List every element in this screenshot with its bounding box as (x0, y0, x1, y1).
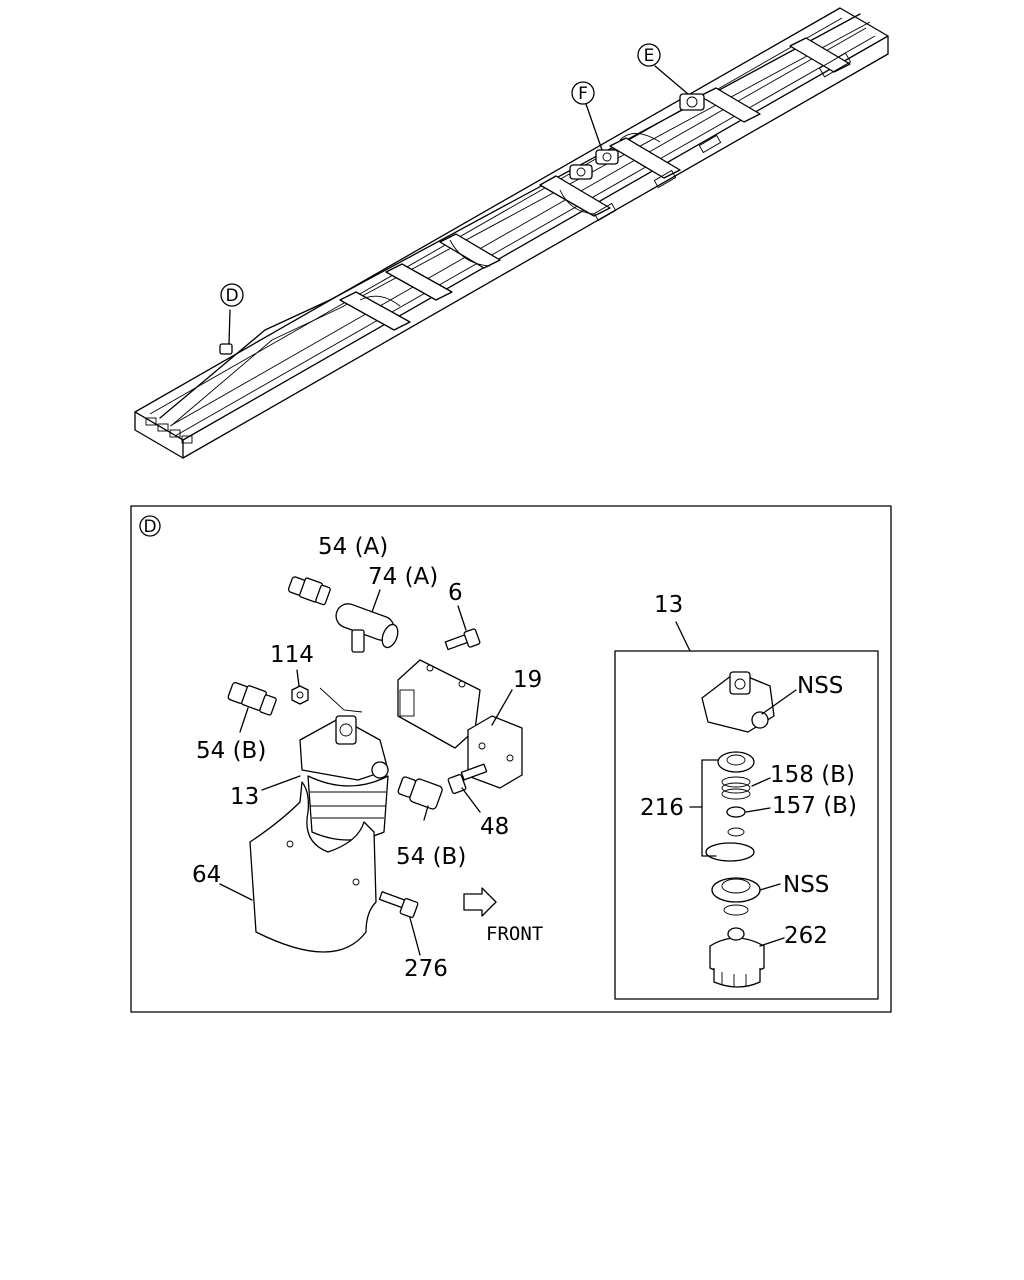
bolt-48[interactable] (447, 763, 488, 813)
group-bracket-216 (701, 759, 719, 857)
bolt-6[interactable] (444, 605, 481, 651)
o-ring-large (705, 842, 755, 862)
label-114: 114 (270, 642, 314, 668)
fuel-filter-13[interactable] (261, 687, 389, 841)
label-nss-mid: NSS (783, 872, 829, 898)
svg-text:F: F (578, 84, 588, 104)
svg-text:D: D (225, 286, 238, 306)
inset-13: 13 (614, 592, 879, 1000)
chassis-frame-overview: D E F (134, 7, 889, 459)
shield-64[interactable] (219, 781, 377, 953)
fitting-54b-bottom[interactable] (397, 776, 443, 821)
label-64: 64 (192, 862, 221, 888)
label-48: 48 (480, 814, 509, 840)
label-54b-bottom: 54 (B) (396, 844, 466, 870)
inset-header: 13 (654, 592, 683, 618)
o-ring-small (727, 827, 745, 837)
front-arrow-icon (463, 887, 497, 917)
label-6: 6 (448, 580, 463, 606)
label-54b-left: 54 (B) (196, 738, 266, 764)
front-label: FRONT (486, 923, 543, 945)
label-276: 276 (404, 956, 448, 982)
nut-114[interactable] (291, 669, 309, 705)
tee-74a[interactable] (333, 589, 401, 653)
label-216: 216 (640, 795, 684, 821)
label-158b: 158 (B) (770, 762, 855, 788)
callout-d[interactable]: D (220, 283, 244, 307)
bracket-19[interactable] (397, 659, 523, 789)
label-19: 19 (513, 667, 542, 693)
label-262: 262 (784, 923, 828, 949)
fitting-54a[interactable] (287, 576, 331, 606)
spring-158b[interactable] (721, 776, 771, 800)
label-74a: 74 (A) (368, 564, 438, 590)
label-54a: 54 (A) (318, 534, 388, 560)
detail-frame (130, 505, 892, 1013)
label-13: 13 (230, 784, 259, 810)
inset-filter-element[interactable] (711, 877, 781, 916)
callout-e[interactable]: E (637, 43, 661, 67)
label-157b: 157 (B) (772, 793, 857, 819)
inset-cup[interactable] (717, 751, 755, 773)
inset-filter-head[interactable] (701, 671, 797, 733)
bowl-262[interactable] (709, 927, 785, 988)
component-location-e (654, 65, 705, 111)
bolt-276[interactable] (378, 891, 421, 956)
washer-157b[interactable] (726, 806, 771, 818)
label-nss-top: NSS (797, 673, 843, 699)
fuel-filter-location-d (219, 309, 233, 355)
svg-text:D: D (143, 517, 156, 537)
inset-frame (614, 650, 879, 1000)
detail-view-letter: D (139, 515, 161, 537)
svg-text:E: E (644, 46, 655, 66)
callout-f[interactable]: F (571, 81, 595, 105)
fitting-54b-left[interactable] (227, 682, 277, 733)
component-location-f (569, 103, 619, 180)
detail-view-d: D (130, 505, 892, 1013)
